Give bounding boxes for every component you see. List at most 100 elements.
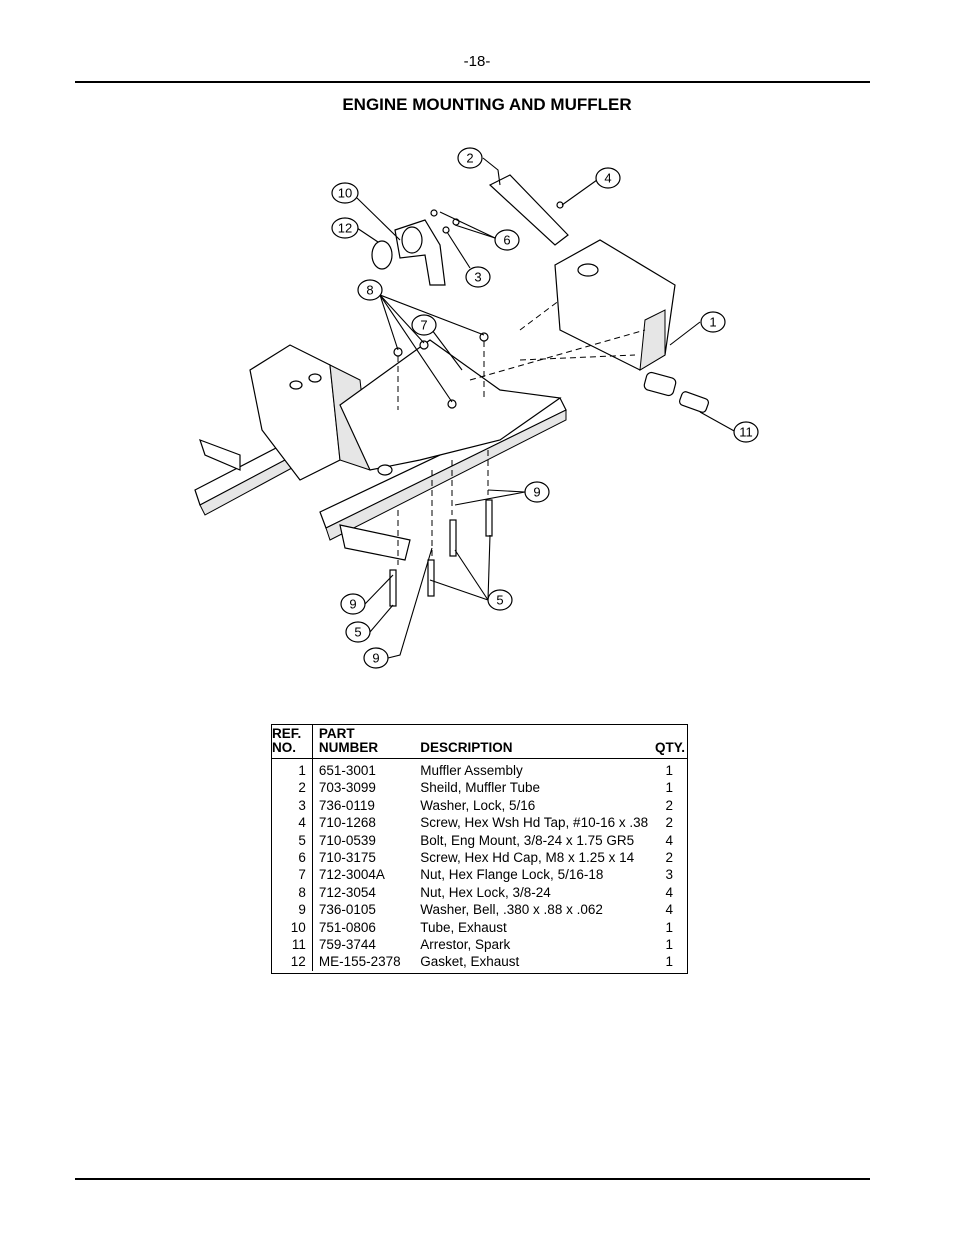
- part-number-cell: 759-3744: [318, 937, 376, 953]
- ref-no-header: REF. NO.: [272, 725, 313, 759]
- svg-text:6: 6: [503, 233, 510, 248]
- callout-8: 8: [357, 279, 383, 301]
- qty-cell: 1: [665, 919, 673, 935]
- callout-1: 1: [700, 311, 726, 333]
- table-row: 5 710-0539 Bolt, Eng Mount, 3/8-24 x 1.75 …: [272, 831, 687, 850]
- ref-no-cell: 4: [272, 814, 313, 832]
- table-row: 11 759-3744 Arrestor, Spark 1: [272, 936, 687, 954]
- table-row: 9 736-0105 Washer, Bell, .380 x .88 x .062…: [272, 901, 687, 919]
- svg-text:5: 5: [496, 593, 503, 608]
- footer-rule: [75, 1178, 870, 1180]
- svg-text:9: 9: [349, 597, 356, 612]
- svg-text:3: 3: [474, 270, 481, 285]
- qty-cell: 1: [665, 954, 673, 970]
- ref-no-cell: 10: [272, 918, 313, 937]
- callout-2: 2: [457, 147, 483, 169]
- callout-5: 5: [487, 589, 513, 611]
- ref-no-cell: 1: [272, 758, 313, 780]
- table-row: 1 651-3001 Muffler Assembly 1: [272, 758, 687, 780]
- callout-5: 5: [345, 621, 371, 643]
- ref-no-cell: 12: [272, 953, 313, 971]
- ref-no-cell: 5: [272, 831, 313, 850]
- part-number-cell: 736-0105: [318, 902, 376, 918]
- qty-cell: 2: [665, 850, 673, 866]
- svg-text:10: 10: [338, 186, 352, 201]
- svg-text:2: 2: [466, 151, 473, 166]
- frame-bulkhead: [249, 339, 562, 481]
- table-row: 8 712-3054 Nut, Hex Lock, 3/8-24 4: [272, 883, 687, 902]
- ref-no-cell: 2: [272, 779, 313, 797]
- description-cell: Washer, Lock, 5/16: [420, 797, 536, 813]
- part-number-cell: 710-0539: [318, 832, 376, 848]
- table-row: 2 703-3099 Sheild, Muffler Tube 1: [272, 779, 687, 797]
- qty-cell: 3: [665, 867, 673, 883]
- svg-text:7: 7: [420, 318, 427, 333]
- description-cell: Washer, Bell, .380 x .88 x .062: [420, 902, 603, 918]
- qty-cell: 2: [665, 815, 673, 831]
- callout-3: 3: [465, 266, 491, 288]
- callout-9: 9: [363, 647, 389, 669]
- table-header-row: REF. NO. PART NUMBER DESCRIPTION QTY.: [272, 725, 687, 759]
- callout-leaders: [356, 157, 737, 659]
- description-cell: Nut, Hex Lock, 3/8-24: [420, 884, 551, 900]
- qty-cell: 1: [665, 763, 673, 778]
- callout-9: 9: [524, 481, 550, 503]
- svg-text:5: 5: [354, 625, 361, 640]
- ref-no-cell: 7: [272, 866, 313, 884]
- svg-text:1: 1: [709, 315, 716, 330]
- qty-cell: 1: [665, 937, 673, 953]
- spark-arrestor: [678, 391, 710, 413]
- description-cell: Gasket, Exhaust: [420, 954, 520, 970]
- callout-4: 4: [595, 167, 621, 189]
- callout-10: 10: [331, 182, 359, 204]
- ref-no-cell: 11: [272, 936, 313, 954]
- page-title: ENGINE MOUNTING AND MUFFLER: [342, 95, 632, 114]
- svg-text:12: 12: [338, 221, 352, 236]
- hardware: [389, 201, 564, 607]
- header-rule: [75, 81, 870, 83]
- callout-9: 9: [340, 593, 366, 615]
- description-cell: Sheild, Muffler Tube: [420, 780, 541, 796]
- exhaust-tube: [371, 219, 446, 286]
- qty-header: QTY.: [654, 725, 687, 759]
- part-number-cell: 751-0806: [318, 919, 376, 935]
- description-cell: Muffler Assembly: [420, 763, 523, 778]
- ref-no-cell: 6: [272, 849, 313, 867]
- ref-no-cell: 3: [272, 796, 313, 815]
- qty-cell: 4: [665, 902, 673, 918]
- description-cell: Nut, Hex Flange Lock, 5/16-18: [420, 867, 604, 883]
- exploded-parts-diagram: 2 4 10 12 6 3 8 7 1 11 9 5: [194, 147, 759, 669]
- page-number: -18-: [463, 53, 491, 70]
- part-number-cell: 710-1268: [318, 815, 376, 831]
- muffler-assembly: [554, 239, 677, 397]
- svg-text:11: 11: [739, 425, 753, 440]
- qty-cell: 4: [665, 884, 673, 900]
- part-number-cell: ME-155-2378: [318, 954, 401, 970]
- part-number-cell: 703-3099: [318, 780, 376, 796]
- part-number-cell: 651-3001: [318, 763, 376, 778]
- part-number-cell: 710-3175: [318, 850, 376, 866]
- qty-cell: 2: [665, 797, 673, 813]
- description-cell: Arrestor, Spark: [420, 937, 511, 953]
- svg-text:4: 4: [604, 171, 611, 186]
- ref-no-cell: 8: [272, 883, 313, 902]
- part-number-cell: 712-3054: [318, 884, 376, 900]
- description-cell: Bolt, Eng Mount, 3/8-24 x 1.75 GR5: [420, 832, 635, 848]
- qty-cell: 4: [665, 832, 673, 848]
- qty-cell: 1: [665, 780, 673, 796]
- muffler-shield: [488, 174, 569, 246]
- callout-6: 6: [494, 229, 520, 251]
- description-cell: Screw, Hex Hd Cap, M8 x 1.25 x 14: [420, 850, 635, 866]
- description-header: DESCRIPTION: [420, 725, 655, 759]
- ref-no-cell: 9: [272, 901, 313, 919]
- part-number-header: PART NUMBER: [312, 725, 421, 759]
- svg-text:9: 9: [533, 485, 540, 500]
- callout-11: 11: [733, 421, 759, 443]
- callout-7: 7: [411, 314, 437, 336]
- svg-text:8: 8: [366, 283, 373, 298]
- svg-text:9: 9: [372, 651, 379, 666]
